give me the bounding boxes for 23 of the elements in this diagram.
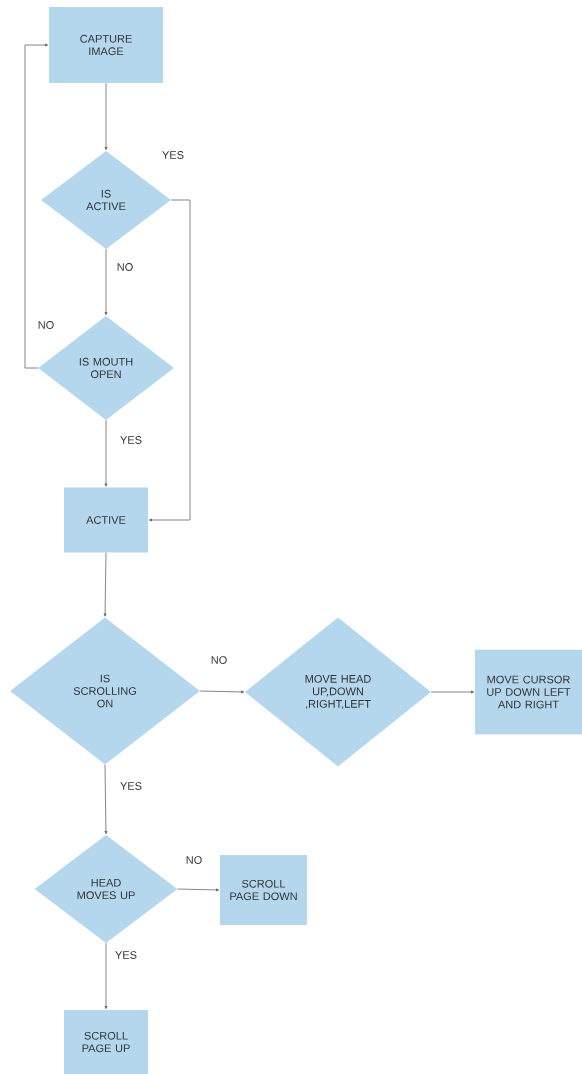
arrow	[430, 690, 475, 694]
process-box: ACTIVE	[64, 487, 148, 553]
edge-label: NO	[209, 655, 229, 665]
edge-label: YES	[119, 781, 143, 791]
process-box: MOVE CURSOR UP DOWN LEFT AND RIGHT	[475, 649, 582, 735]
arrow	[177, 888, 220, 892]
edge-label: NO	[115, 262, 135, 272]
process-box: SCROLL PAGE UP	[64, 1010, 148, 1074]
arrow	[148, 199, 191, 522]
edge-label: YES	[114, 950, 138, 960]
arrow	[103, 552, 107, 617]
process-box: CAPTURE IMAGE	[49, 7, 163, 83]
arrow	[104, 764, 108, 835]
arrow	[104, 942, 108, 1010]
arrow	[104, 419, 108, 487]
arrow	[104, 248, 108, 316]
edge-label: NO	[36, 320, 56, 330]
arrow	[24, 43, 49, 369]
process-box: SCROLL PAGE DOWN	[220, 855, 307, 925]
edge-label: YES	[119, 435, 143, 445]
edge-label: NO	[184, 855, 204, 865]
arrow	[104, 82, 108, 151]
arrow	[199, 690, 245, 694]
